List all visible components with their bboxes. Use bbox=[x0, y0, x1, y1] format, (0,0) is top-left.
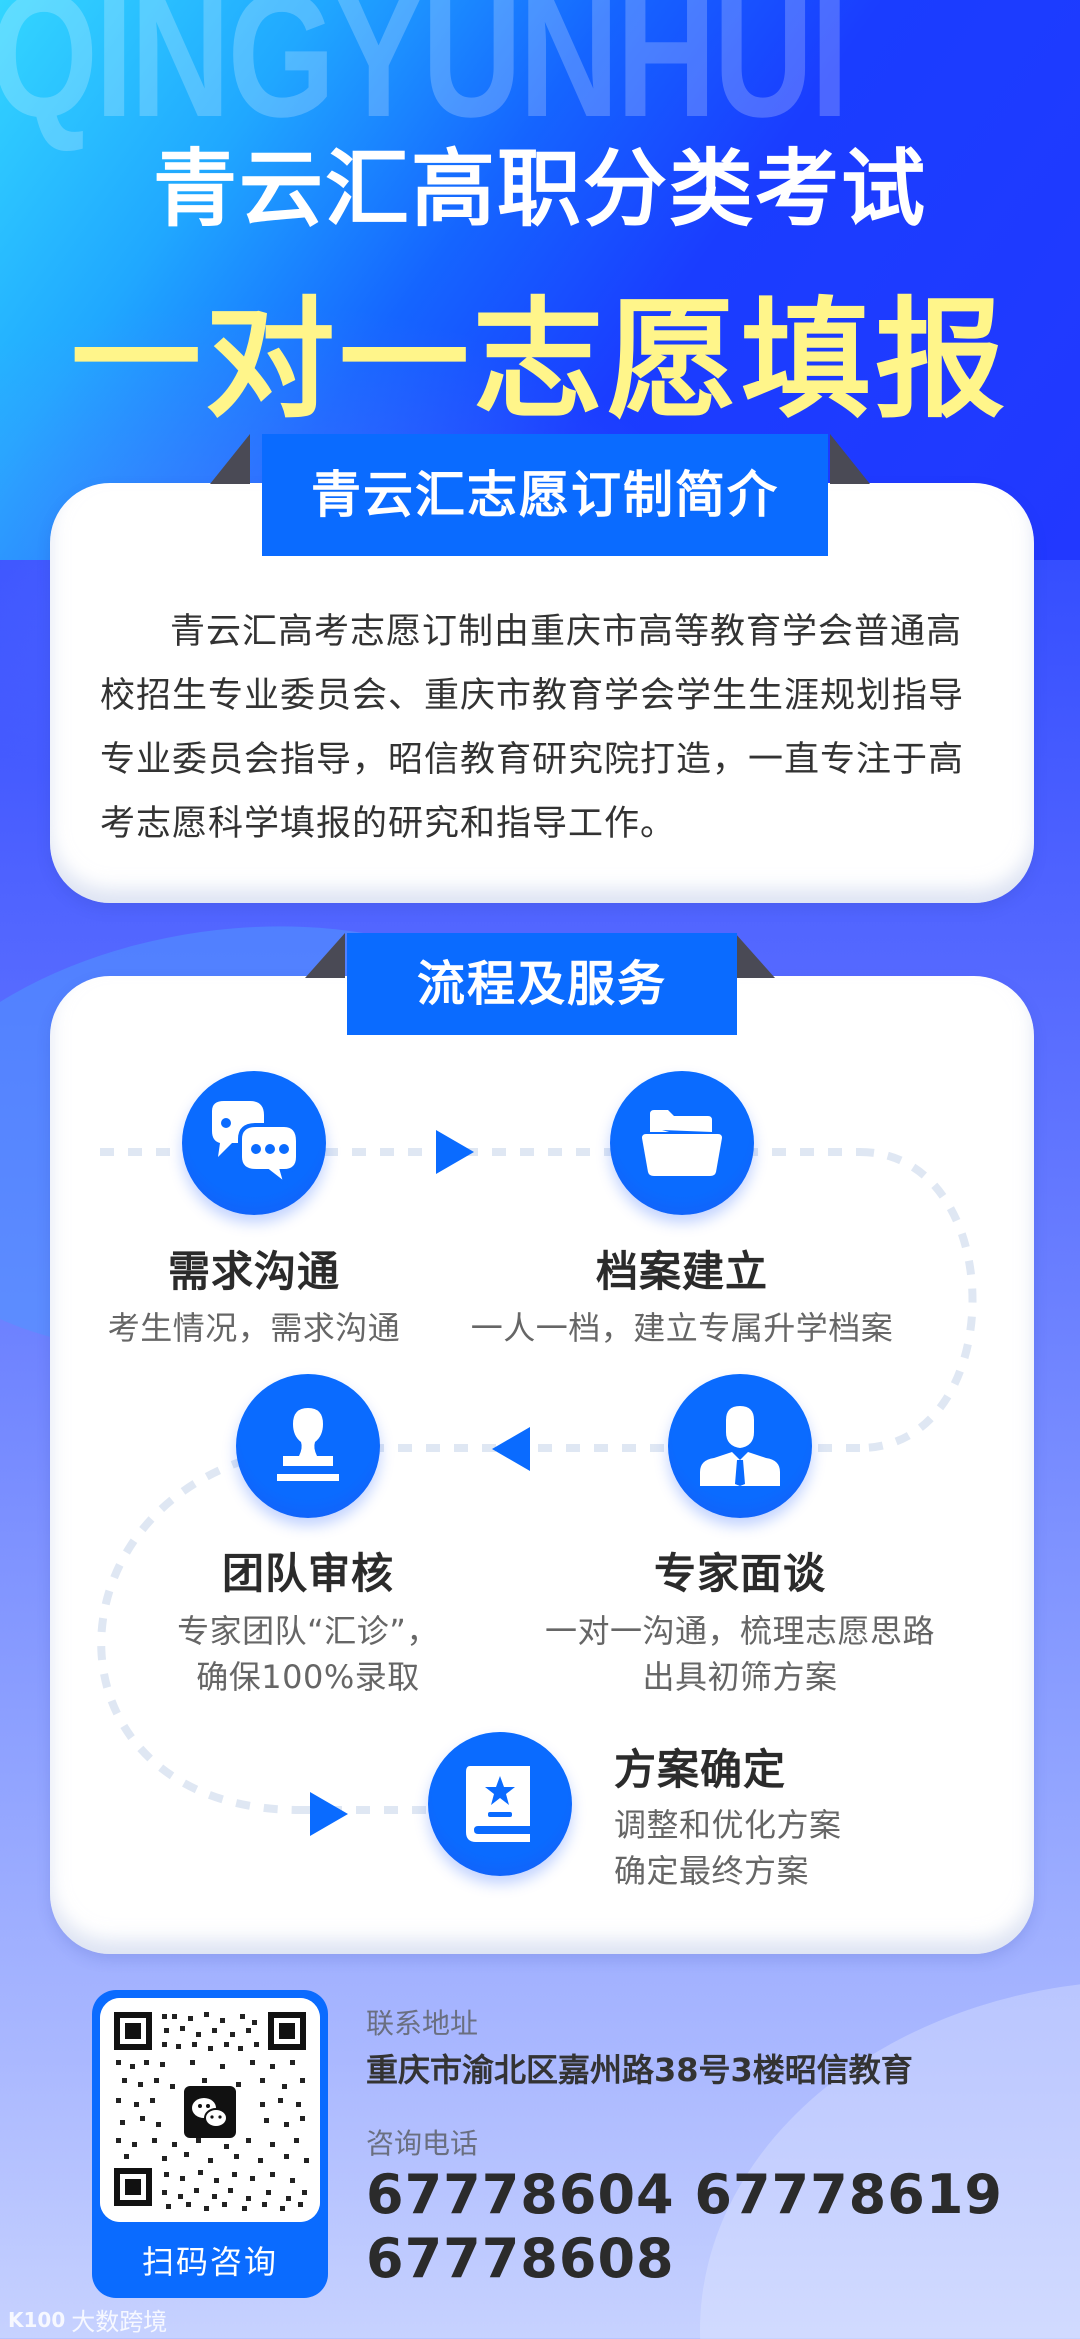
tab-ear-left bbox=[305, 933, 345, 978]
hero-subtitle: 青云汇高职分类考试 bbox=[152, 140, 927, 238]
step-review-title: 团队审核 bbox=[221, 1549, 394, 1598]
step-review-desc-1: 专家团队“汇诊”， bbox=[177, 1612, 439, 1650]
step-interview-icon bbox=[668, 1374, 812, 1518]
tab-ear-right bbox=[830, 434, 870, 484]
step-demand-title: 需求沟通 bbox=[167, 1247, 340, 1296]
step-review-icon bbox=[236, 1374, 380, 1518]
star-book-icon bbox=[466, 1766, 530, 1842]
hero-title: 一对一志愿填报 bbox=[70, 284, 1009, 436]
flow-arrow-right-icon bbox=[436, 1130, 474, 1174]
watermark-logo-icon: K100 bbox=[8, 2307, 66, 2332]
flow-arrow-left-icon bbox=[492, 1427, 530, 1471]
tab-ear-right bbox=[735, 933, 775, 978]
phone-numbers-line-1[interactable]: 67778604 67778619 bbox=[366, 2163, 1003, 2226]
background-watermark-letters: QINGYUNHUI bbox=[0, 0, 849, 154]
step-plan-icon bbox=[428, 1732, 572, 1876]
intro-body-text: 青云汇高考志愿订制由重庆市高等教育学会普通高校招生专业委员会、重庆市教育学会学生… bbox=[100, 612, 965, 844]
stamp-icon bbox=[277, 1408, 339, 1481]
step-demand-icon bbox=[182, 1071, 326, 1215]
intro-section-tab: 青云汇志愿订制简介 bbox=[210, 434, 870, 556]
step-demand-desc: 考生情况，需求沟通 bbox=[107, 1309, 401, 1347]
step-archive-desc: 一人一档，建立专属升学档案 bbox=[470, 1309, 894, 1347]
step-interview-title: 专家面谈 bbox=[653, 1549, 826, 1598]
qr-code-card[interactable]: 扫码咨询 bbox=[92, 1990, 328, 2298]
scan-consult-label: 扫码咨询 bbox=[141, 2243, 278, 2281]
phone-label: 咨询电话 bbox=[366, 2127, 479, 2160]
address-label: 联系地址 bbox=[366, 2007, 479, 2040]
step-interview-desc-1: 一对一沟通，梳理志愿思路 bbox=[544, 1612, 935, 1650]
step-archive-icon bbox=[610, 1071, 754, 1215]
step-interview-desc-2: 出具初筛方案 bbox=[642, 1658, 838, 1696]
folder-icon bbox=[642, 1110, 722, 1176]
chat-bubbles-icon bbox=[212, 1101, 300, 1185]
qr-code-image bbox=[100, 1998, 320, 2222]
flow-arrow-right-icon bbox=[310, 1792, 348, 1836]
intro-section-title: 青云汇志愿订制简介 bbox=[262, 434, 828, 556]
step-plan-title: 方案确定 bbox=[614, 1745, 787, 1794]
step-archive-title: 档案建立 bbox=[595, 1247, 768, 1296]
watermark: K100 大数跨境 bbox=[8, 2302, 167, 2337]
tab-ear-left bbox=[210, 434, 250, 484]
step-plan-desc-2: 确定最终方案 bbox=[614, 1852, 810, 1890]
qr-code[interactable] bbox=[100, 1998, 320, 2222]
process-section-tab: 流程及服务 bbox=[305, 933, 775, 1035]
process-section-title: 流程及服务 bbox=[347, 933, 737, 1035]
address-value: 重庆市渝北区嘉州路38号3楼昭信教育 bbox=[366, 2051, 913, 2089]
phone-numbers-line-2[interactable]: 67778608 bbox=[366, 2227, 675, 2290]
step-plan-desc-1: 调整和优化方案 bbox=[614, 1806, 842, 1844]
watermark-text: 大数跨境 bbox=[71, 2308, 168, 2336]
businessman-icon bbox=[700, 1406, 780, 1486]
step-review-desc-2: 确保100%录取 bbox=[196, 1658, 420, 1696]
